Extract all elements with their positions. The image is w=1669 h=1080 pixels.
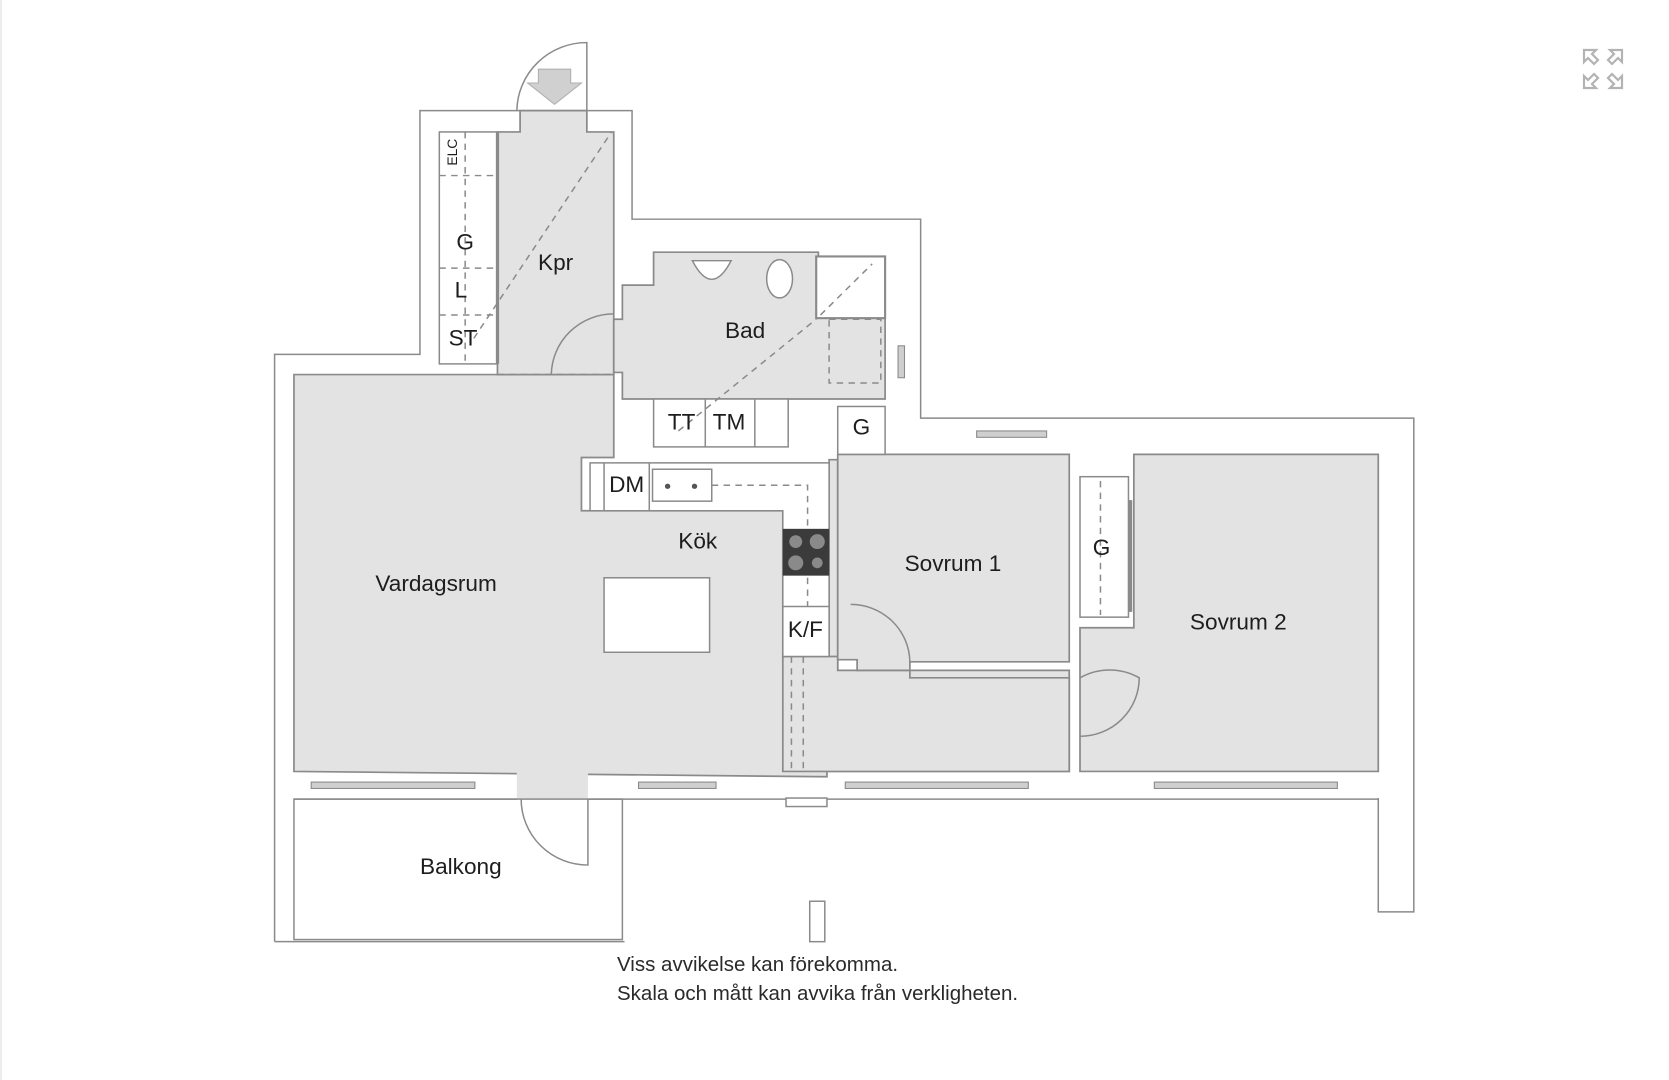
kitchen-counter bbox=[589, 462, 830, 772]
label-sovrum1: Sovrum 1 bbox=[905, 551, 1002, 576]
door-swings bbox=[516, 41, 1140, 866]
disclaimer-line2: Skala och mått kan avvika från verklighe… bbox=[617, 982, 1019, 1005]
disclaimer-line1: Viss avvikelse kan förekomma. bbox=[617, 953, 899, 976]
label-storage: ST bbox=[449, 325, 478, 350]
closet-g-bedroom2 bbox=[1079, 475, 1133, 618]
label-closet-bedroom2: G bbox=[1093, 535, 1111, 560]
room-hallway bbox=[781, 655, 1071, 773]
label-elc: ELC bbox=[444, 139, 460, 166]
laundry-units bbox=[652, 398, 789, 448]
label-closet-hall: G bbox=[456, 230, 474, 255]
label-kok: Kök bbox=[678, 529, 718, 554]
balcony-threshold bbox=[516, 771, 588, 800]
label-dishwasher: DM bbox=[609, 472, 644, 497]
label-kpr: Kpr bbox=[538, 250, 574, 275]
closet-g-small bbox=[836, 405, 886, 456]
disclaimer: Viss avvikelse kan förekomma. Skala och … bbox=[617, 950, 1018, 1008]
label-vardagsrum: Vardagsrum bbox=[375, 571, 496, 596]
label-washer: TM bbox=[713, 410, 746, 435]
fullscreen-button[interactable] bbox=[1580, 46, 1626, 92]
label-fridge-freezer: K/F bbox=[788, 617, 823, 642]
room-sovrum1 bbox=[836, 453, 1071, 672]
windows bbox=[293, 345, 1379, 943]
expand-arrows-icon bbox=[1582, 48, 1624, 90]
label-linen: L bbox=[455, 278, 468, 303]
outer-walls bbox=[273, 109, 1415, 943]
room-sovrum2 bbox=[1079, 453, 1380, 773]
label-bad: Bad bbox=[725, 318, 765, 343]
kpr-diagonal bbox=[473, 131, 613, 339]
label-sovrum2: Sovrum 2 bbox=[1190, 610, 1287, 635]
bathroom-fixtures bbox=[691, 255, 887, 384]
label-balkong: Balkong bbox=[420, 854, 502, 879]
kitchen-island bbox=[603, 577, 711, 654]
label-dryer: TT bbox=[668, 410, 696, 435]
stove bbox=[782, 528, 830, 576]
hall-closets bbox=[438, 131, 500, 365]
room-balkong bbox=[293, 798, 624, 941]
bad-diagonal bbox=[677, 318, 817, 432]
label-closet-small: G bbox=[853, 415, 871, 440]
room-kpr bbox=[496, 109, 615, 376]
